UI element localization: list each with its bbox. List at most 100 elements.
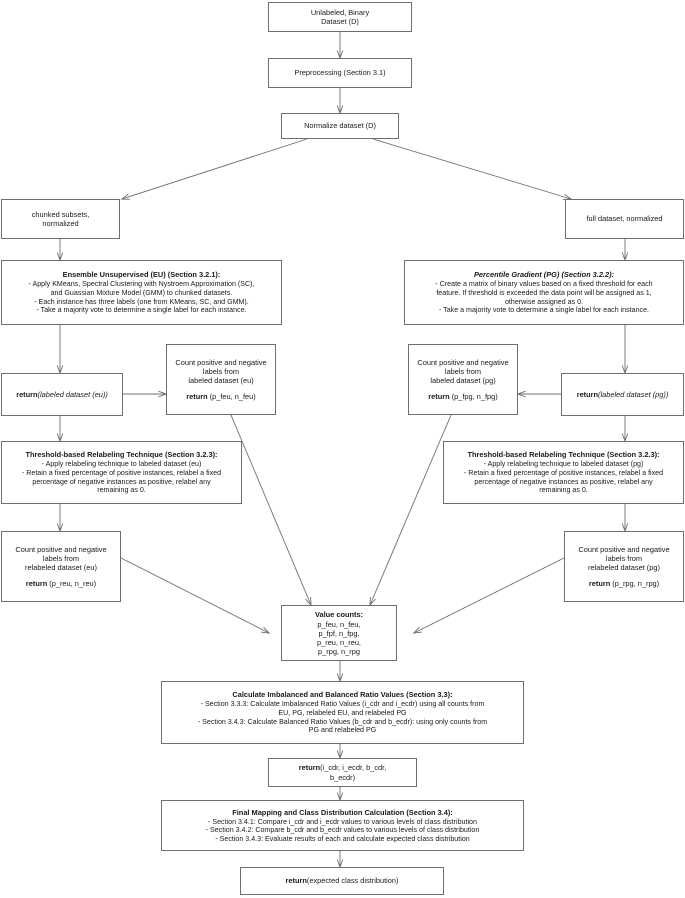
node-return-line: return(labeled dataset (pg)) — [566, 390, 679, 399]
node-line: labels from — [42, 553, 80, 563]
node-preprocessing: Preprocessing (Section 3.1) — [268, 58, 412, 88]
node-value-counts: Value counts: p_feu, n_feu, p_fpf, n_fpg… — [281, 605, 397, 661]
node-line: Preprocessing (Section 3.1) — [294, 68, 386, 78]
return-argument: (labeled dataset (eu)) — [37, 389, 108, 399]
node-heading: Value counts: — [314, 609, 364, 619]
node-line: - Section 3.3.3: Calculate Imbalanced Ra… — [200, 700, 485, 709]
node-line: chunked subsets, — [31, 209, 90, 219]
node-line: Count positive and negative — [15, 544, 107, 554]
node-line: p_fpf, n_fpg, — [318, 628, 360, 638]
node-count-relabeled-eu: Count positive and negative labels from … — [1, 531, 121, 602]
node-line: labels from — [202, 366, 240, 376]
node-line: - Create a matrix of binary values based… — [435, 280, 653, 289]
node-return-line: return(labeled dataset (eu)) — [6, 390, 118, 399]
node-full-dataset: full dataset, normalized — [565, 199, 684, 239]
node-heading-text: Calculate Imbalanced and Balanced Ratio … — [232, 690, 451, 700]
node-count-labeled-eu: Count positive and negative labels from … — [166, 344, 276, 415]
node-final-mapping: Final Mapping and Class Distribution Cal… — [161, 800, 524, 851]
node-line: and Guassian Mixture Model (GMM) to chun… — [50, 288, 233, 297]
node-line: full dataset, normalized — [586, 214, 663, 224]
node-line: Count positive and negative — [417, 357, 509, 367]
node-return-line: return (p_rpg, n_rpg) — [569, 579, 679, 588]
return-keyword: return — [186, 392, 208, 402]
node-line: normalized — [42, 219, 79, 228]
node-return-final: return(expected class distribution) — [240, 867, 444, 895]
node-line: labeled dataset (eu) — [188, 376, 254, 385]
node-line: relabeled dataset (eu) — [25, 563, 97, 572]
return-argument: (p_fpg, n_fpg) — [449, 392, 498, 402]
node-line: p_rpg, n_rpg — [318, 647, 360, 657]
node-return-ratios: return(i_cdr, i_ecdr, b_cdr, b_ecdr) — [268, 758, 417, 787]
node-line: - Retain a fixed percentage of positive … — [463, 468, 664, 477]
node-heading: Ensemble Unsupervised (EU) (Section 3.2.… — [62, 270, 221, 280]
node-line: Normalize dataset (D) — [304, 121, 376, 131]
node-line: - Retain a fixed percentage of positive … — [21, 468, 222, 477]
node-line: labels from — [444, 366, 482, 376]
node-line: remaining as 0. — [97, 486, 146, 495]
node-line: - Apply KMeans, Spectral Clustering with… — [28, 280, 255, 289]
node-line: Unlabeled, Binary — [310, 7, 370, 17]
return-argument: (i_cdr, i_ecdr, b_cdr, — [320, 763, 387, 773]
return-argument: (p_reu, n_reu) — [47, 579, 97, 589]
node-line: - Section 3.4.3: Calculate Balanced Rati… — [197, 717, 488, 726]
return-keyword: return — [298, 763, 321, 773]
node-line: relabeled dataset (pg) — [588, 563, 660, 572]
node-percentile-gradient: Percentile Gradient (PG) (Section 3.2.2)… — [404, 260, 684, 325]
node-line: PG and relabeled PG — [308, 726, 377, 735]
node-line: Count positive and negative — [175, 357, 267, 367]
node-line: - Section 3.4.1: Compare i_cdr and i_ecd… — [208, 817, 477, 826]
node-line: Count positive and negative — [578, 544, 670, 554]
node-heading-suffix: : — [450, 690, 453, 700]
node-count-labeled-pg: Count positive and negative labels from … — [408, 344, 518, 415]
node-line: Dataset (D) — [321, 17, 359, 26]
node-line: - Apply relabeling technique to labeled … — [41, 460, 202, 469]
node-return-line: return(expected class distribution) — [245, 876, 439, 885]
return-argument: (labeled dataset (pg)) — [598, 389, 669, 399]
node-heading: Final Mapping and Class Distribution Cal… — [232, 807, 453, 817]
node-ensemble-unsupervised: Ensemble Unsupervised (EU) (Section 3.2.… — [1, 260, 282, 325]
return-keyword: return — [285, 876, 307, 886]
node-return-line-2: b_ecdr) — [329, 772, 356, 782]
return-argument: (expected class distribution) — [306, 876, 399, 886]
node-return-line: return (p_reu, n_reu) — [6, 579, 116, 588]
node-line: - Section 3.4.3: Evaluate results of eac… — [215, 834, 470, 843]
node-line: p_feu, n_feu, — [317, 619, 361, 629]
node-heading: Percentile Gradient (PG) (Section 3.2.2)… — [473, 270, 615, 280]
return-argument: (p_feu, n_feu) — [207, 392, 256, 402]
node-line: feature. If threshold is exceeded the da… — [436, 288, 652, 297]
node-relabel-eu: Threshold-based Relabeling Technique (Se… — [1, 441, 242, 504]
node-line: otherwise assigned as 0. — [504, 297, 584, 306]
node-normalize-dataset: Normalize dataset (D) — [281, 113, 399, 139]
return-keyword: return — [25, 579, 48, 589]
node-heading: Calculate Imbalanced and Balanced Ratio … — [166, 690, 519, 699]
node-return-labeled-pg: return(labeled dataset (pg)) — [561, 373, 684, 416]
return-keyword: return — [428, 392, 450, 402]
node-line: p_reu, n_reu, — [317, 638, 361, 648]
node-line: remaining as 0. — [539, 486, 588, 495]
node-return-line: return (p_fpg, n_fpg) — [413, 392, 513, 401]
node-chunked-subsets: chunked subsets, normalized — [1, 199, 120, 239]
return-keyword: return — [576, 389, 599, 399]
node-return-line: return(i_cdr, i_ecdr, b_cdr, — [273, 763, 412, 772]
node-relabel-pg: Threshold-based Relabeling Technique (Se… — [443, 441, 684, 504]
return-argument: (p_rpg, n_rpg) — [610, 579, 660, 589]
node-line: labeled dataset (pg) — [430, 376, 496, 385]
node-heading: Threshold-based Relabeling Technique (Se… — [25, 450, 218, 460]
node-line: EU, PG, relabeled EU, and relabeled PG — [278, 708, 407, 717]
node-line: - Take a majority vote to determine a si… — [36, 306, 247, 315]
node-line: labels from — [605, 553, 643, 563]
node-count-relabeled-pg: Count positive and negative labels from … — [564, 531, 684, 602]
node-calculate-ratios: Calculate Imbalanced and Balanced Ratio … — [161, 681, 524, 744]
node-line: - Each instance has three labels (one fr… — [34, 297, 249, 306]
node-line: - Section 3.4.2: Compare b_cdr and b_ecd… — [205, 826, 480, 835]
node-unlabeled-dataset: Unlabeled, Binary Dataset (D) — [268, 2, 412, 32]
node-return-labeled-eu: return(labeled dataset (eu)) — [1, 373, 123, 416]
node-line: - Take a majority vote to determine a si… — [438, 306, 650, 315]
node-heading: Threshold-based Relabeling Technique (Se… — [467, 450, 660, 460]
node-line: percentage of negative instances as posi… — [32, 477, 211, 486]
node-line: percentage of negative instances as posi… — [474, 477, 653, 486]
node-return-line: return (p_feu, n_feu) — [171, 392, 271, 401]
return-keyword: return — [588, 579, 611, 589]
return-keyword: return — [16, 389, 38, 399]
